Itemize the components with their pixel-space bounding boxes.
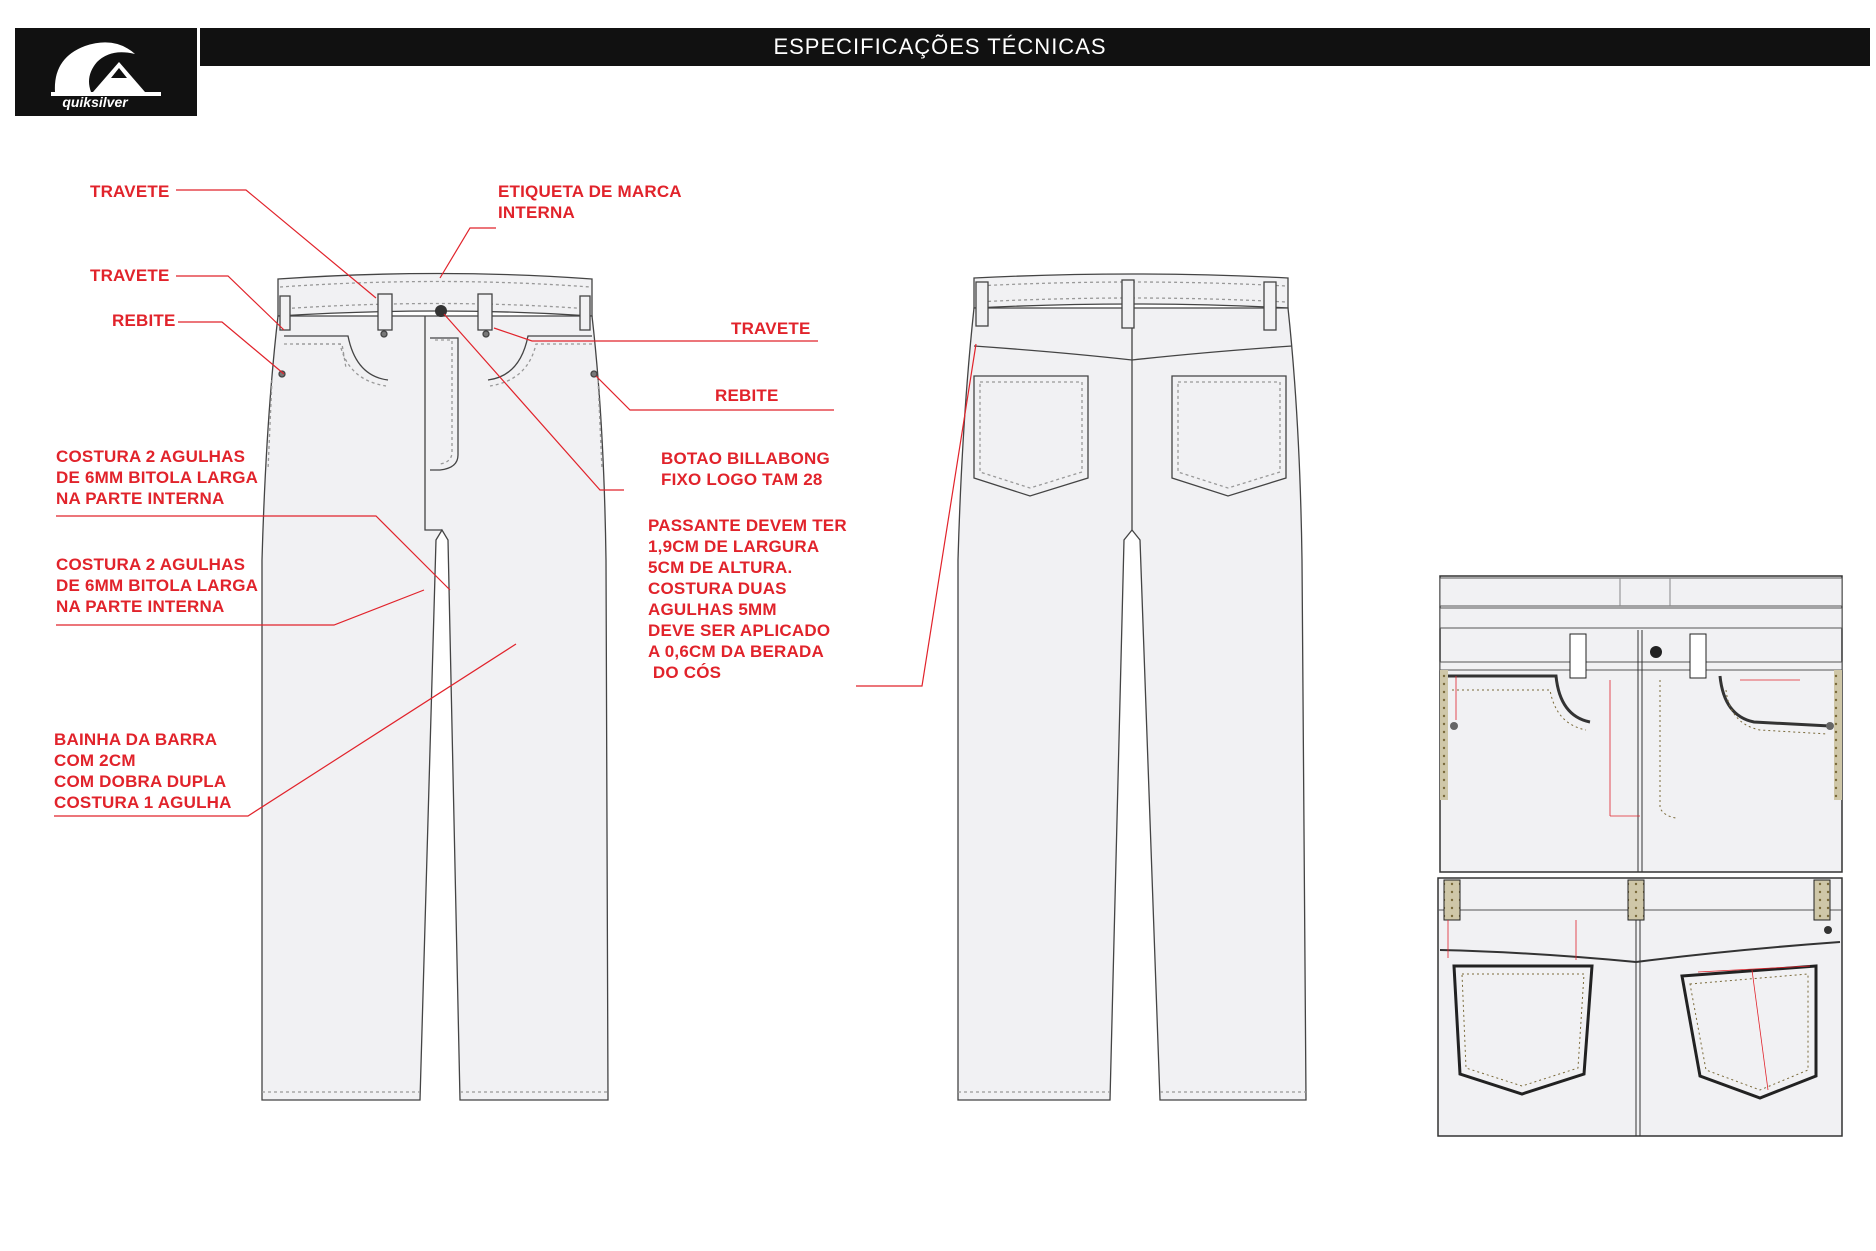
callout-botao: BOTAO BILLABONG FIXO LOGO TAM 28 <box>661 449 830 489</box>
callout-costura-2: COSTURA 2 AGULHAS DE 6MM BITOLA LARGA NA… <box>56 555 259 616</box>
callout-passante: PASSANTE DEVEM TER 1,9CM DE LARGURA 5CM … <box>648 516 847 682</box>
callout-rebite-right: REBITE <box>715 386 779 405</box>
callout-bainha: BAINHA DA BARRA COM 2CM COM DOBRA DUPLA … <box>54 730 232 812</box>
header-bar <box>200 28 1870 66</box>
callout-travete-mid: TRAVETE <box>90 266 170 285</box>
wave-logo-icon <box>51 42 161 96</box>
callout-leader-lines <box>54 189 977 817</box>
callout-travete-right: TRAVETE <box>731 319 811 338</box>
detail-front-closeup <box>1439 575 1843 873</box>
back-view-jeans <box>957 273 1307 1101</box>
callout-travete-top: TRAVETE <box>90 182 170 201</box>
front-view-jeans <box>261 272 609 1101</box>
callout-costura-1: COSTURA 2 AGULHAS DE 6MM BITOLA LARGA NA… <box>56 447 259 508</box>
detail-back-closeup <box>1437 877 1843 1137</box>
callout-rebite-left: REBITE <box>112 311 176 330</box>
callout-etiqueta: ETIQUETA DE MARCA INTERNA <box>498 182 682 222</box>
brand-logo-text: quiksilver <box>62 94 128 110</box>
page-title: ESPECIFICAÇÕES TÉCNICAS <box>773 34 1107 59</box>
brand-logo <box>15 28 197 116</box>
